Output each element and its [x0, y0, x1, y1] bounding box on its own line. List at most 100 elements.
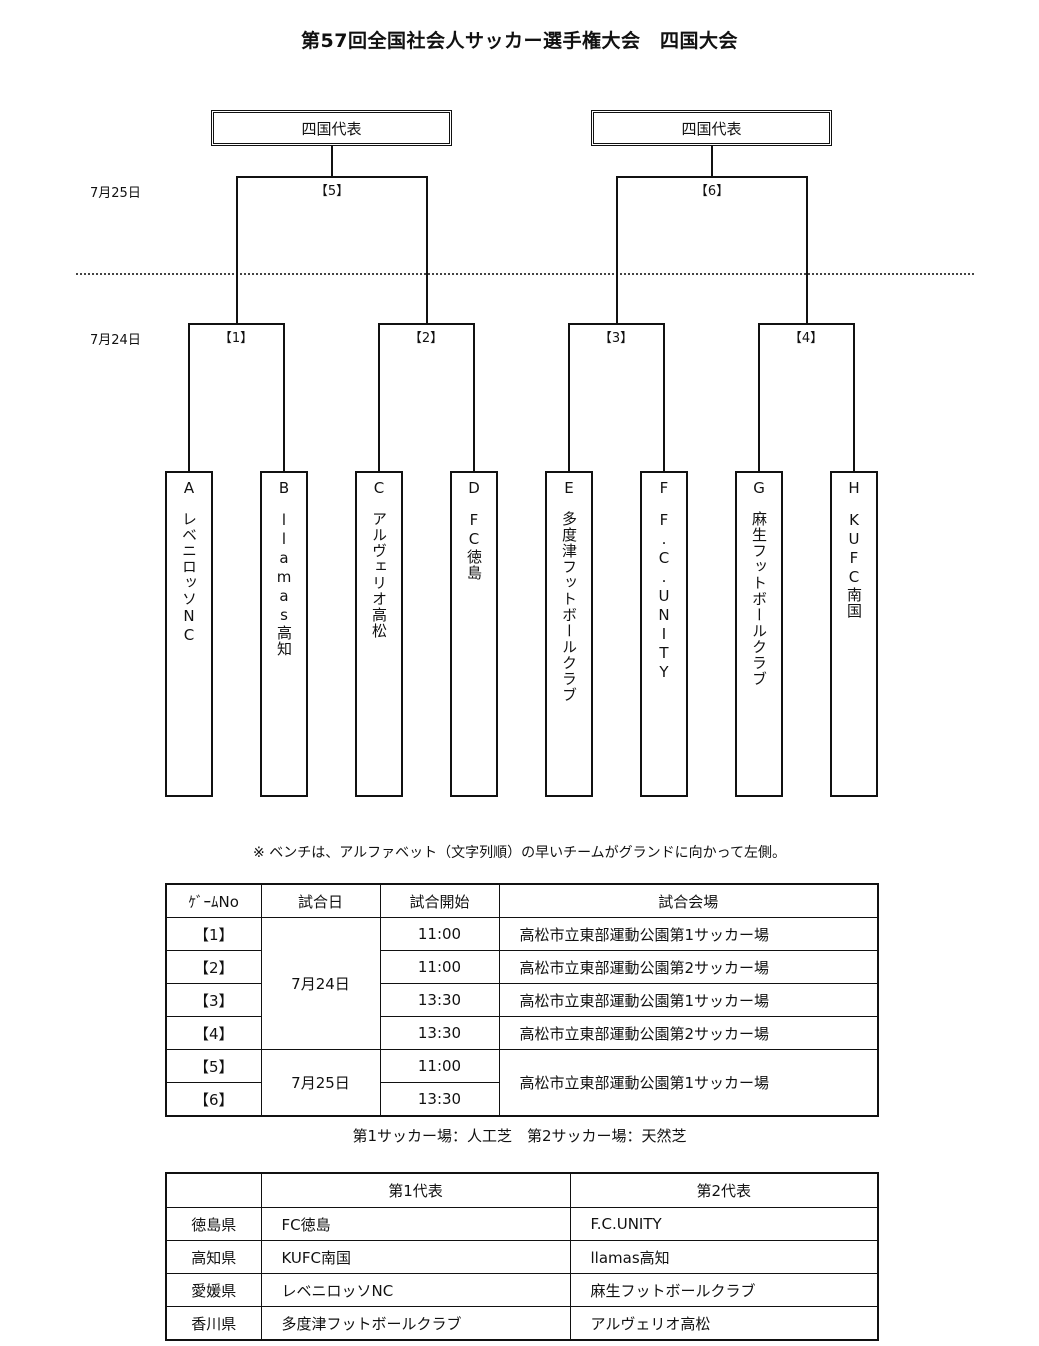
- team-letter: H: [848, 479, 860, 497]
- table-row: 高知県 KUFC南国 llamas高知: [165, 1240, 879, 1274]
- representatives-table: 第1代表 第2代表 徳島県 FC徳島 F.C.UNITY 高知県 KUFC南国 …: [165, 1172, 879, 1341]
- venue: 高松市立東部運動公園第1サッカー場: [498, 983, 879, 1017]
- page-title: 第57回全国社会人サッカー選手権大会 四国大会: [301, 30, 738, 52]
- start-time: 13:30: [379, 1082, 500, 1117]
- table-row: 【1】 7月24日 11:00 高松市立東部運動公園第1サッカー場: [165, 917, 879, 1050]
- second-rep: F.C.UNITY: [569, 1207, 879, 1241]
- table-row: 【5】 7月25日 11:00 高松市立東部運動公園第1サッカー場: [165, 1049, 879, 1117]
- second-rep: llamas高知: [569, 1240, 879, 1274]
- bracket-line: [711, 146, 713, 177]
- team-name: レベニロッソNC: [180, 511, 198, 645]
- team-letter: C: [373, 479, 385, 497]
- team-name: F.C.UNITY: [655, 511, 673, 682]
- team-letter: B: [278, 479, 290, 497]
- table-header-row: 第1代表 第2代表: [165, 1172, 879, 1208]
- team-box-b: B llamas高知: [260, 471, 308, 797]
- team-box-e: E 多度津フットボールクラブ: [545, 471, 593, 797]
- bracket-line: [758, 323, 855, 325]
- team-letter: F: [659, 479, 669, 497]
- header-first: 第1代表: [260, 1172, 571, 1208]
- team-letter: D: [468, 479, 480, 497]
- header-pref: [165, 1172, 262, 1208]
- team-letter: G: [753, 479, 765, 497]
- table-row: 【3】 13:30 高松市立東部運動公園第1サッカー場: [165, 983, 879, 1017]
- team-box-d: D FC徳島: [450, 471, 498, 797]
- team-letter: E: [564, 479, 574, 497]
- bracket-line: [568, 323, 570, 471]
- bracket-line: [473, 323, 475, 471]
- team-name: FC徳島: [465, 511, 483, 581]
- match-label-2: 【2】: [408, 331, 444, 346]
- bracket-line: [758, 323, 760, 471]
- team-name: アルヴェリオ高松: [370, 511, 388, 639]
- bracket-line: [378, 323, 380, 471]
- second-rep: 麻生フットボールクラブ: [569, 1273, 879, 1307]
- team-box-f: F F.C.UNITY: [640, 471, 688, 797]
- start-time: 11:00: [379, 950, 500, 984]
- header-date: 試合日: [260, 883, 381, 918]
- prefecture: 愛媛県: [165, 1273, 262, 1307]
- bracket-line: [331, 146, 333, 177]
- schedule-table: ｹﾞｰﾑNo 試合日 試合開始 試合会場 【1】 7月24日 11:00 高松市…: [165, 883, 879, 1117]
- prefecture: 徳島県: [165, 1207, 262, 1241]
- team-name: 多度津フットボールクラブ: [560, 511, 578, 703]
- start-time: 11:00: [379, 1049, 500, 1083]
- bracket-line: [806, 176, 808, 324]
- match-label-5: 【5】: [302, 180, 362, 199]
- venue: 高松市立東部運動公園第1サッカー場: [498, 917, 879, 951]
- match-date: 7月25日: [260, 1049, 381, 1117]
- team-name: KUFC南国: [845, 511, 863, 619]
- bracket-line: [568, 323, 665, 325]
- shikoku-rep-box-right: 四国代表: [591, 110, 832, 146]
- shikoku-rep-box-left: 四国代表: [211, 110, 452, 146]
- team-letter: A: [183, 479, 195, 497]
- bracket-line: [188, 323, 285, 325]
- day-divider: [76, 273, 974, 275]
- game-no: 【6】: [165, 1082, 262, 1117]
- venue: 高松市立東部運動公園第2サッカー場: [498, 950, 879, 984]
- first-rep: 多度津フットボールクラブ: [260, 1306, 571, 1341]
- bracket-line: [236, 176, 238, 324]
- start-time: 13:30: [379, 983, 500, 1017]
- bracket-line: [853, 323, 855, 471]
- match-date: 7月24日: [260, 917, 381, 1050]
- match-label-6: 【6】: [682, 180, 742, 199]
- game-no: 【3】: [165, 983, 262, 1017]
- field-note: 第1サッカー場：人工芝 第2サッカー場：天然芝: [352, 1127, 687, 1145]
- bracket-line: [616, 176, 808, 178]
- team-name: llamas高知: [275, 511, 293, 657]
- table-row: 【4】 13:30 高松市立東部運動公園第2サッカー場: [165, 1016, 879, 1050]
- bracket-line: [188, 323, 190, 471]
- start-time: 13:30: [379, 1016, 500, 1050]
- table-header-row: ｹﾞｰﾑNo 試合日 試合開始 試合会場: [165, 883, 879, 918]
- first-rep: レベニロッソNC: [260, 1273, 571, 1307]
- table-row: 香川県 多度津フットボールクラブ アルヴェリオ高松: [165, 1306, 879, 1341]
- game-no: 【4】: [165, 1016, 262, 1050]
- bracket-line: [616, 176, 618, 324]
- table-row: 愛媛県 レベニロッソNC 麻生フットボールクラブ: [165, 1273, 879, 1307]
- team-box-c: C アルヴェリオ高松: [355, 471, 403, 797]
- game-no: 【1】: [165, 917, 262, 951]
- table-row: 【6】 13:30: [165, 1082, 878, 1117]
- venue: 高松市立東部運動公園第1サッカー場: [498, 1049, 879, 1117]
- match-label-1: 【1】: [218, 331, 254, 346]
- day-label-24: 7月24日: [90, 333, 141, 348]
- second-rep: アルヴェリオ高松: [569, 1306, 879, 1341]
- team-name: 麻生フットボールクラブ: [750, 511, 768, 687]
- start-time: 11:00: [379, 917, 500, 951]
- bracket-line: [426, 176, 428, 324]
- header-second: 第2代表: [569, 1172, 879, 1208]
- match-label-4: 【4】: [788, 331, 824, 346]
- match-label-3: 【3】: [598, 331, 634, 346]
- bracket-line: [236, 176, 428, 178]
- day-label-25: 7月25日: [90, 186, 141, 201]
- table-row: 【2】 11:00 高松市立東部運動公園第2サッカー場: [165, 950, 879, 984]
- header-venue: 試合会場: [498, 883, 879, 918]
- bench-note: ※ ベンチは、アルファベット（文字列順）の早いチームがグランドに向かって左側。: [253, 845, 786, 861]
- game-no: 【2】: [165, 950, 262, 984]
- game-no: 【5】: [165, 1049, 262, 1083]
- first-rep: KUFC南国: [260, 1240, 571, 1274]
- team-box-a: A レベニロッソNC: [165, 471, 213, 797]
- header-game-no: ｹﾞｰﾑNo: [165, 883, 262, 918]
- venue: 高松市立東部運動公園第2サッカー場: [498, 1016, 879, 1050]
